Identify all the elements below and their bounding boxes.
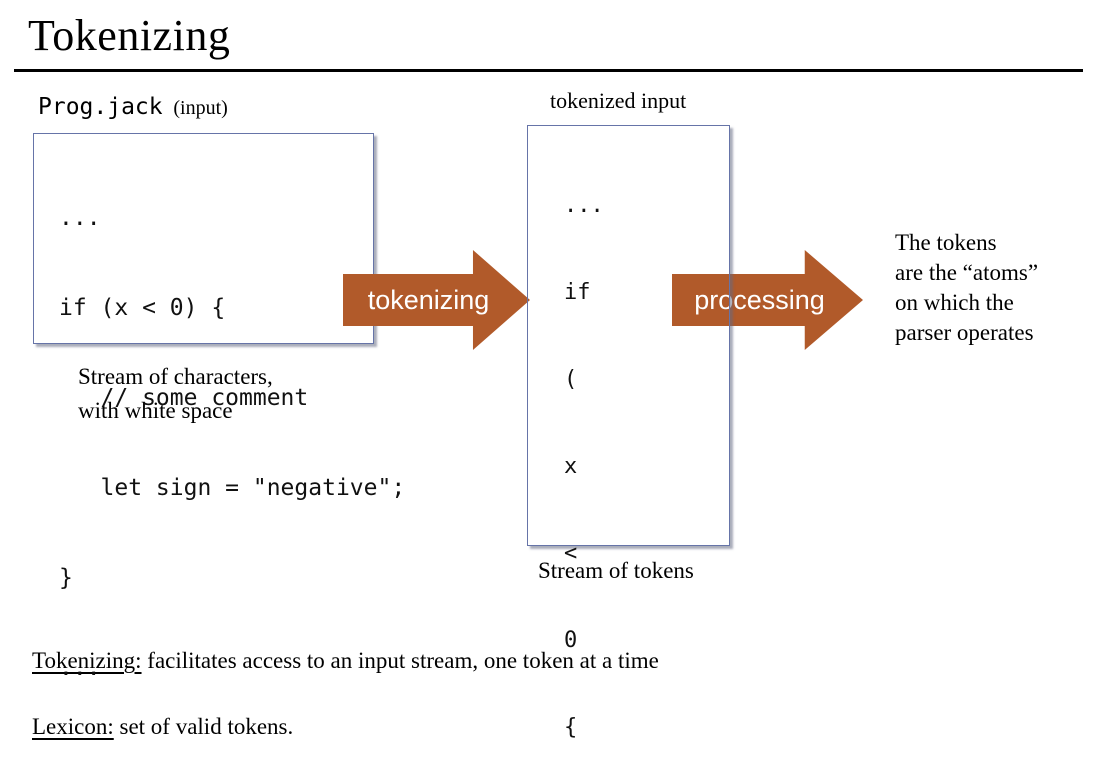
definition-tokenizing-text: facilitates access to an input stream, o…	[141, 648, 659, 673]
processing-arrow-label: processing	[694, 284, 825, 315]
definition-lexicon-text: set of valid tokens.	[113, 714, 294, 739]
definition-lexicon-term: Lexicon:	[32, 714, 114, 739]
input-file-name: Prog.jack	[38, 94, 163, 120]
code-line: let sign = "negative";	[59, 475, 406, 501]
tokens-note-line3: on which the	[895, 290, 1014, 315]
source-caption-line1: Stream of characters,	[78, 364, 273, 389]
title-underline	[14, 69, 1083, 72]
tokens-note: The tokens are the “atoms” on which the …	[895, 228, 1038, 348]
tokenized-input-label: tokenized input	[550, 88, 687, 113]
code-line: ...	[59, 205, 101, 231]
source-code: ... if (x < 0) { // some comment let sig…	[59, 143, 405, 743]
token: (	[564, 367, 578, 392]
token: 0	[564, 628, 578, 653]
tokens-note-line4: parser operates	[895, 320, 1034, 345]
code-line: }	[59, 565, 73, 591]
token: {	[564, 715, 578, 740]
token: ...	[564, 193, 604, 218]
input-file-label: Prog.jack (input)	[38, 94, 228, 120]
token: <	[564, 541, 578, 566]
code-line: if (x < 0) {	[59, 295, 226, 321]
source-code-box: ... if (x < 0) { // some comment let sig…	[33, 133, 405, 681]
token: if	[564, 280, 591, 305]
source-caption-line2: with white space	[78, 398, 233, 423]
tokenizing-arrow-label: tokenizing	[367, 284, 490, 315]
code-line: // some comment	[59, 385, 309, 411]
source-caption: Stream of characters, with white space	[78, 360, 273, 428]
token: x	[564, 454, 578, 479]
tokens-note-line2: are the “atoms”	[895, 260, 1039, 285]
definition-tokenizing-term: Tokenizing:	[32, 648, 142, 673]
token-stream-caption: Stream of tokens	[538, 558, 694, 583]
input-file-note-text: (input)	[173, 97, 228, 119]
tokens-note-line1: The tokens	[895, 230, 997, 255]
token-stream-box: ... if ( x < 0 { let sign = "negative" ;…	[527, 125, 730, 740]
code-line: ...	[59, 655, 101, 681]
definition-lexicon: Lexicon: set of valid tokens.	[32, 714, 293, 740]
slide-title: Tokenizing	[28, 11, 231, 60]
definition-tokenizing: Tokenizing: facilitates access to an inp…	[32, 648, 659, 674]
token-list: ... if ( x < 0 { let sign = "negative" ;…	[564, 133, 696, 768]
